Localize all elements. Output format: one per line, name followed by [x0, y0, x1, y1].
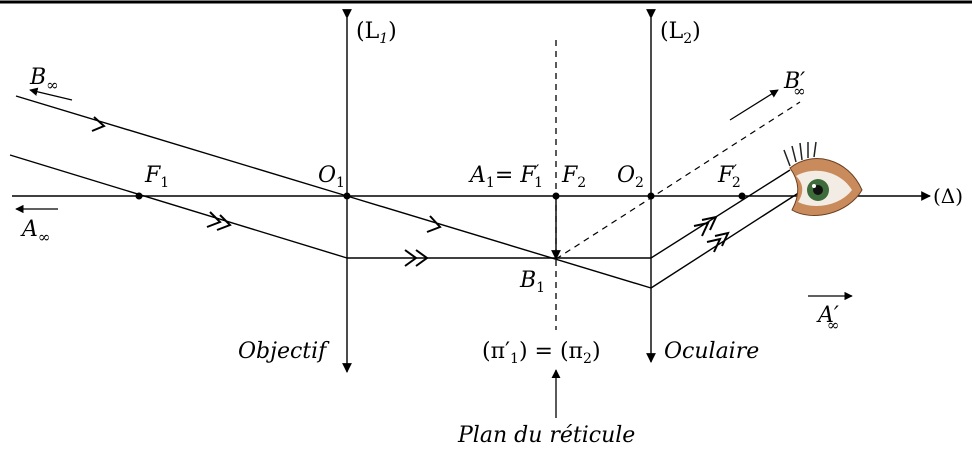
label-f2p: F′2	[717, 161, 741, 191]
label-b-inf: B∞	[29, 65, 59, 94]
label-bp-inf: B′∞	[783, 69, 806, 100]
label-a-inf: A∞	[20, 217, 50, 246]
b-inf-arrow	[29, 87, 73, 101]
label-a1-f1p: A1= F′1	[468, 161, 543, 191]
ray-top-in	[15, 95, 348, 197]
chevron-2	[426, 215, 442, 233]
label-f2: F2	[561, 163, 586, 191]
ray-out-1	[650, 169, 791, 259]
point-f1	[135, 192, 143, 200]
point-f2p	[738, 192, 746, 200]
double-chevron-3	[693, 215, 718, 237]
construction-line	[555, 101, 801, 260]
label-o1: O1	[318, 163, 345, 191]
label-l1: (L1)	[356, 19, 397, 47]
label-axis: (Δ)	[933, 184, 963, 208]
label-objectif: Objectif	[238, 339, 330, 364]
label-oculaire: Oculaire	[664, 339, 759, 364]
point-o1	[343, 192, 351, 200]
ray-top-mid	[346, 195, 652, 289]
bp-inf-arrow	[729, 89, 779, 121]
label-l2: (L2)	[660, 19, 701, 47]
chevron-1	[91, 116, 106, 132]
label-planes: (π′1) = (π2)	[482, 339, 601, 367]
label-ap-inf: A′∞	[816, 303, 839, 334]
eye-icon	[783, 141, 863, 217]
label-b1: B1	[519, 268, 545, 296]
double-chevron-2	[404, 249, 429, 267]
label-f1: F1	[144, 163, 169, 191]
double-chevron-1	[206, 211, 232, 231]
point-a1	[552, 192, 560, 200]
ray-bottom-in	[9, 154, 348, 259]
double-chevron-4	[706, 231, 730, 253]
label-plan-reticule: Plan du réticule	[457, 423, 635, 448]
point-o2	[647, 192, 655, 200]
label-o2: O2	[617, 163, 644, 191]
